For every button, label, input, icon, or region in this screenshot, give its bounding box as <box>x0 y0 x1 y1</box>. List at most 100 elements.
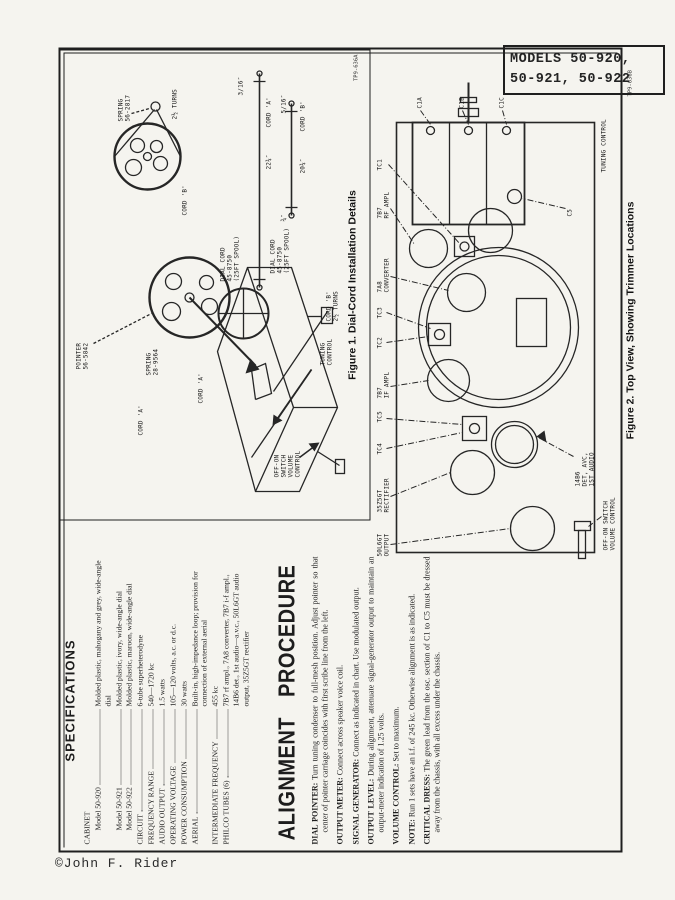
diagram-label: SPRING 56-2817 <box>117 94 132 121</box>
spec-value: Molded plastic, mahogany and grey, wide-… <box>92 559 112 706</box>
spec-value: 1.5 watts <box>157 678 167 706</box>
spec-label: Model 50-920 <box>92 786 102 830</box>
dot-leader <box>216 709 218 738</box>
paragraph-label: VOLUME CONTROL: <box>391 763 401 844</box>
spec-row: Model 50-920 Molded plastic, mahogany and… <box>93 556 113 844</box>
diagram-label: C1B <box>458 96 465 108</box>
dot-leader <box>152 709 154 768</box>
figure1-caption: Figure 1. Dial-Cord Installation Details <box>346 189 358 380</box>
dot-leader <box>98 709 100 784</box>
dot-leader <box>227 709 229 777</box>
diagram-label: TUNING CONTROL <box>600 118 607 172</box>
alignment-paragraph: OUTPUT LEVEL: During alignment, attenuat… <box>365 556 386 844</box>
diagram-label: CORD 'A' <box>265 96 272 128</box>
copyright-footer: ©John F. Rider <box>55 856 179 871</box>
diagram-label: 50L6GT OUTPUT <box>376 533 391 556</box>
spec-label: AERIAL <box>189 816 199 844</box>
spec-row: PHILCO TUBES (6) 7B7 rf ampl., 7A8 conver… <box>221 556 251 844</box>
spec-row: OPERATING VOLTAGE 105—120 volts, a.c. or … <box>168 556 178 844</box>
spec-row: CABINET <box>82 556 92 844</box>
spec-label: PHILCO TUBES (6) <box>221 780 231 844</box>
diagram-label: TC5 <box>376 410 383 422</box>
spec-value: 455 kc <box>210 685 220 706</box>
diagram-label: TC4 <box>376 442 383 454</box>
models-header-box: MODELS 50-920, 50-921, 50-922 <box>503 45 665 95</box>
spec-label: CABINET <box>82 811 91 844</box>
spec-value: Molded plastic, maroon, wide-angle dial <box>124 582 134 706</box>
diagram-label: OFF-ON SWITCH VOLUME CONTROL <box>273 450 302 477</box>
diagram-label: C5 <box>566 208 573 216</box>
diagram-label: 35Z5GT RECTIFIER <box>376 477 391 512</box>
specifications-title: SPECIFICATIONS <box>62 638 77 762</box>
alignment-paragraph: SIGNAL GENERATOR: Connect as indicated i… <box>350 586 360 844</box>
diagram-label: SPRING 28-9564 <box>145 348 160 375</box>
spec-label: AUDIO OUTPUT <box>157 787 167 844</box>
diagram-label: CORD 'B' <box>181 184 188 216</box>
diagram-label: 5/16″ <box>280 93 287 113</box>
diagram-label: DIAL CORD 45-8750 (25FT SPOOL) <box>269 227 291 273</box>
diagram-label: 14B6 DET, AVC, 1ST AUDIO <box>574 451 596 486</box>
spec-value: 6-tube superheterodyne <box>135 634 145 706</box>
diagram-label: 20¾″ <box>299 157 306 173</box>
diagram-label: 7B7 RF AMPL <box>376 191 391 218</box>
paragraph-label: OUTPUT LEVEL: <box>365 778 375 844</box>
alignment-paragraph: NOTE: Run 1 sets have an i.f. of 245 kc.… <box>406 593 416 844</box>
diagram-label: TC2 <box>376 336 383 348</box>
alignment-paragraph: VOLUME CONTROL: Set to maximum. <box>391 706 401 844</box>
spec-label: Model 50-922 <box>124 786 134 830</box>
diagram-label: TC3 <box>376 306 383 318</box>
diagram-label: DIAL CORD 45-8750 (25FT SPOOL) <box>219 235 241 281</box>
spec-value: 105—120 volts, a.c. or d.c. <box>167 623 177 706</box>
diagram-label: CORD 'A' <box>197 372 204 404</box>
diagram-label: CORD 'A' <box>137 404 144 436</box>
spec-value: 540—1720 kc <box>146 662 156 706</box>
diagram-label: 3/16″ <box>237 75 244 95</box>
diagram-label: 7A8 CONVERTER <box>376 257 391 292</box>
spec-row: Model 50-921 Molded plastic, ivory, wide-… <box>114 556 124 844</box>
diagram-label: TC1 <box>376 158 383 170</box>
diagram-label: POINTER 56-5842 <box>75 342 90 369</box>
dot-leader <box>173 709 175 763</box>
spec-row: AERIAL Built-in, high-impedance loop; pro… <box>190 556 210 844</box>
spec-row: Model 50-922 Molded plastic, maroon, wide… <box>124 556 134 844</box>
alignment-title: ALIGNMENT PROCEDURE <box>274 564 300 840</box>
figure2-caption: Figure 2. Top View, Showing Trimmer Loca… <box>624 201 636 439</box>
spec-value: 30 watts <box>178 680 188 706</box>
spec-value: Molded plastic, ivory, wide-angle dial <box>113 590 123 707</box>
dot-leader <box>141 709 143 811</box>
paragraph-label: OUTPUT METER: <box>335 776 345 844</box>
spec-value: Built-in, high-impedance loop; provision… <box>189 570 209 706</box>
diagram-label: CORD 'B' 2½ TURNS <box>325 290 340 322</box>
spec-row: INTERMEDIATE FREQUENCY 455 kc <box>210 556 220 844</box>
spec-label: OPERATING VOLTAGE <box>167 765 177 845</box>
figure2-line-art <box>385 82 602 559</box>
spec-value: 7B7 rf ampl., 7A8 converter, 7B7 i-f amp… <box>221 573 250 706</box>
paragraph-label: DIAL POINTER: <box>310 782 319 844</box>
dot-leader <box>130 709 132 784</box>
diagram-label: 2½ TURNS <box>171 88 178 120</box>
dot-leader <box>184 709 186 758</box>
diagram-label: TUNING CONTROL <box>319 338 334 365</box>
spec-label: INTERMEDIATE FREQUENCY <box>210 740 220 844</box>
paragraph-label: CRITICAL DRESS: <box>421 773 431 844</box>
figure1-drawing-code: TP9-636A <box>353 54 359 81</box>
diagram-label: ¾″ <box>280 213 287 221</box>
alignment-paragraphs: DIAL POINTER: Turn tuning condenser to f… <box>310 556 447 844</box>
diagram-label: 22¾″ <box>265 153 272 169</box>
figure1-line-art <box>92 69 345 492</box>
diagram-label: C1A <box>416 96 423 108</box>
diagram-label: C1C <box>498 96 505 108</box>
dot-leader <box>163 709 165 785</box>
spec-label: Model 50-921 <box>113 786 123 830</box>
alignment-paragraph: CRITICAL DRESS: The green lead from the … <box>421 556 442 844</box>
spec-label: POWER CONSUMPTION <box>178 760 188 844</box>
dot-leader <box>195 709 197 814</box>
dot-leader <box>119 709 121 784</box>
paragraph-label: NOTE: <box>406 818 416 844</box>
